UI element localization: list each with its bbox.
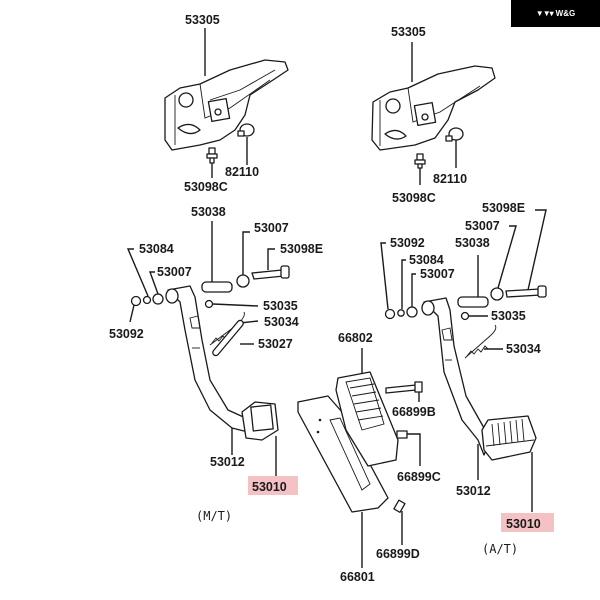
label-mt-53007-left: 53007 <box>157 265 192 279</box>
label-at-53035: 53035 <box>491 309 526 323</box>
mt-nut-53092[interactable] <box>130 295 142 307</box>
label-mt-53034: 53034 <box>264 315 299 329</box>
at-bushing-53007-left[interactable] <box>406 306 418 318</box>
at-bolt-53098c[interactable] <box>414 153 426 169</box>
mt-stop-lamp-switch-82110[interactable] <box>237 123 255 137</box>
label-accel-66802: 66802 <box>338 331 373 345</box>
accel-bolt-66899c[interactable] <box>396 430 408 439</box>
mt-bushing-53007-left[interactable] <box>152 293 164 305</box>
at-assembly: 53305 82110 53098C 53098E 53007 53092 53… <box>371 25 554 556</box>
at-bracket-53305[interactable] <box>371 65 496 151</box>
label-mt-53305: 53305 <box>185 13 220 27</box>
mt-pedal-pad-53010[interactable] <box>241 401 279 441</box>
at-return-spring-53034[interactable] <box>464 324 497 359</box>
mt-assembly: 53305 82110 53098C 53038 53007 53098E 53… <box>109 13 323 523</box>
at-stop-lamp-switch-82110[interactable] <box>445 127 464 142</box>
highlight-at-53010 <box>501 513 554 532</box>
at-pedal-pad-53010[interactable] <box>481 415 537 461</box>
label-at-53012: 53012 <box>456 484 491 498</box>
label-at-53007-right: 53007 <box>465 219 500 233</box>
accelerator-assembly: 66802 66899B 66899C 66899D 66801 <box>297 331 441 584</box>
brand-logo-icon: ▼▼▾ <box>535 9 554 18</box>
mt-bracket-53305[interactable] <box>164 59 289 151</box>
highlight-mt-53010 <box>248 476 298 495</box>
label-at-53098e: 53098E <box>482 201 525 215</box>
mt-bolt-53098c[interactable] <box>206 147 218 164</box>
accel-pedal-66802[interactable] <box>335 371 399 467</box>
at-nut-53092[interactable] <box>384 308 396 320</box>
watermark-badge: ▼▼▾ W&G <box>511 0 600 27</box>
accel-bolt-66899d[interactable] <box>393 499 406 513</box>
label-mt-53092: 53092 <box>109 327 144 341</box>
mt-washer-53084[interactable] <box>142 295 152 305</box>
label-at-53007-left: 53007 <box>420 267 455 281</box>
at-bushing-53007-right[interactable] <box>490 287 504 301</box>
accel-bolt-66899b[interactable] <box>385 381 423 394</box>
label-mt-53035: 53035 <box>263 299 298 313</box>
label-accel-66801: 66801 <box>340 570 375 584</box>
label-at-53098c: 53098C <box>392 191 436 205</box>
label-at-53038: 53038 <box>455 236 490 250</box>
label-at-53305: 53305 <box>391 25 426 39</box>
label-mt-53012: 53012 <box>210 455 245 469</box>
label-mt-53027: 53027 <box>258 337 293 351</box>
label-at-53034: 53034 <box>506 342 541 356</box>
label-mt-53010[interactable]: 53010 <box>252 480 287 494</box>
at-pedal-arm-53012[interactable] <box>421 297 491 456</box>
mt-spring-cover-53027[interactable] <box>212 319 245 357</box>
note-at: (A/T) <box>482 542 518 556</box>
label-at-53084: 53084 <box>409 253 444 267</box>
label-at-53010[interactable]: 53010 <box>506 517 541 531</box>
label-mt-53098c: 53098C <box>184 180 228 194</box>
label-mt-53084: 53084 <box>139 242 174 256</box>
label-mt-53098e: 53098E <box>280 242 323 256</box>
label-at-53092: 53092 <box>390 236 425 250</box>
at-bolt-53098e[interactable] <box>505 285 547 298</box>
note-mt: (M/T) <box>196 509 232 523</box>
mt-stopper-53035[interactable] <box>204 299 214 309</box>
label-accel-66899d: 66899D <box>376 547 420 561</box>
label-at-82110: 82110 <box>433 172 467 186</box>
accel-base-66801[interactable] <box>297 395 389 513</box>
at-shaft-53038[interactable] <box>457 296 489 308</box>
at-stopper-53035[interactable] <box>460 311 470 321</box>
mt-shaft-53038[interactable] <box>201 281 233 293</box>
label-mt-53038: 53038 <box>191 205 226 219</box>
brand-name: W&G <box>555 9 576 18</box>
mt-bushing-53007-right[interactable] <box>236 274 250 288</box>
label-accel-66899c: 66899C <box>397 470 441 484</box>
label-accel-66899b: 66899B <box>392 405 436 419</box>
mt-bolt-53098e[interactable] <box>251 265 290 280</box>
label-mt-82110: 82110 <box>225 165 259 179</box>
label-mt-53007-right: 53007 <box>254 221 289 235</box>
at-washer-53084[interactable] <box>397 309 405 317</box>
